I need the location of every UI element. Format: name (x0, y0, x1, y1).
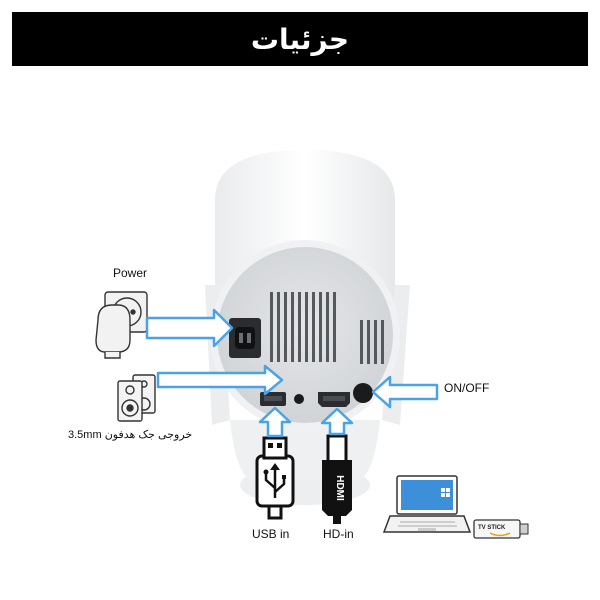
arrow-audio (156, 364, 284, 396)
power-plug-icon (95, 291, 148, 359)
laptop-icon (382, 475, 472, 533)
header-bar: جزئیات (12, 12, 588, 66)
power-label: Power (113, 266, 148, 280)
usb-in-label: USB in (252, 527, 290, 541)
page-title: جزئیات (250, 22, 350, 56)
tv-stick-icon: TV STICK (473, 519, 529, 539)
hd-in-label: HD-in (323, 527, 354, 541)
tv-stick-text: TV STICK (478, 525, 506, 531)
usb-port (260, 392, 286, 406)
arrow-onoff (371, 375, 439, 409)
arrow-usb (258, 406, 292, 438)
power-socket (229, 318, 261, 358)
audio-output-label: 3.5mm خروجی جک هدفون (68, 429, 193, 441)
arrow-hdmi (320, 407, 354, 436)
hdmi-port (318, 392, 350, 407)
vent-grille-center (270, 292, 336, 362)
speaker-icon (117, 374, 156, 422)
usb-connector-icon (255, 436, 295, 520)
vent-grille-right (360, 320, 384, 364)
hdmi-connector-text: HDMI (334, 475, 345, 501)
arrow-power (145, 308, 234, 348)
onoff-label: ON/OFF (444, 381, 490, 395)
power-button (353, 383, 373, 403)
hdmi-connector-icon: HDMI (322, 434, 352, 524)
audio-jack-port (294, 394, 304, 404)
